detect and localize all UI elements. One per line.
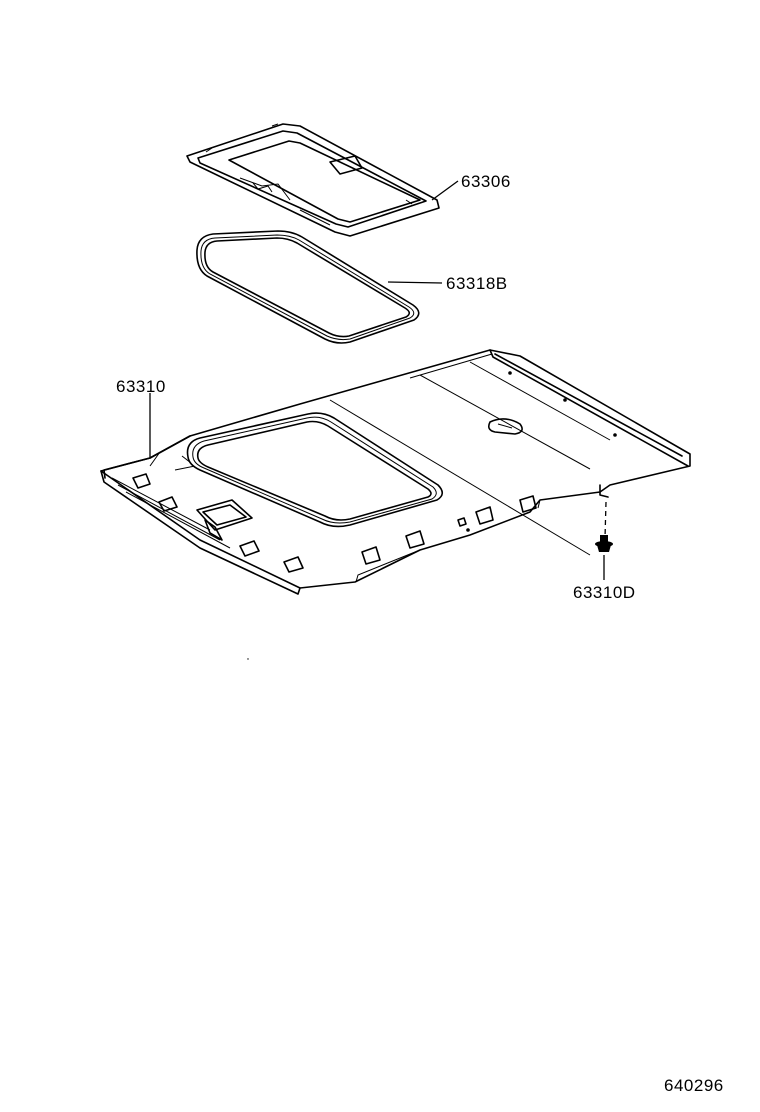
label-63310d: 63310D xyxy=(573,583,636,602)
label-63310: 63310 xyxy=(116,377,166,396)
diagram-code: 640296 xyxy=(664,1076,724,1095)
headliner xyxy=(100,349,691,595)
sunroof-weatherstrip xyxy=(196,230,420,344)
leader-63306 xyxy=(431,180,459,201)
label-63318b: 63318B xyxy=(446,274,508,293)
label-63306: 63306 xyxy=(461,172,511,191)
speck xyxy=(247,658,249,660)
clip-fastener xyxy=(595,501,613,580)
sunroof-trim-panel xyxy=(186,123,440,237)
leader-63318b xyxy=(387,281,443,284)
